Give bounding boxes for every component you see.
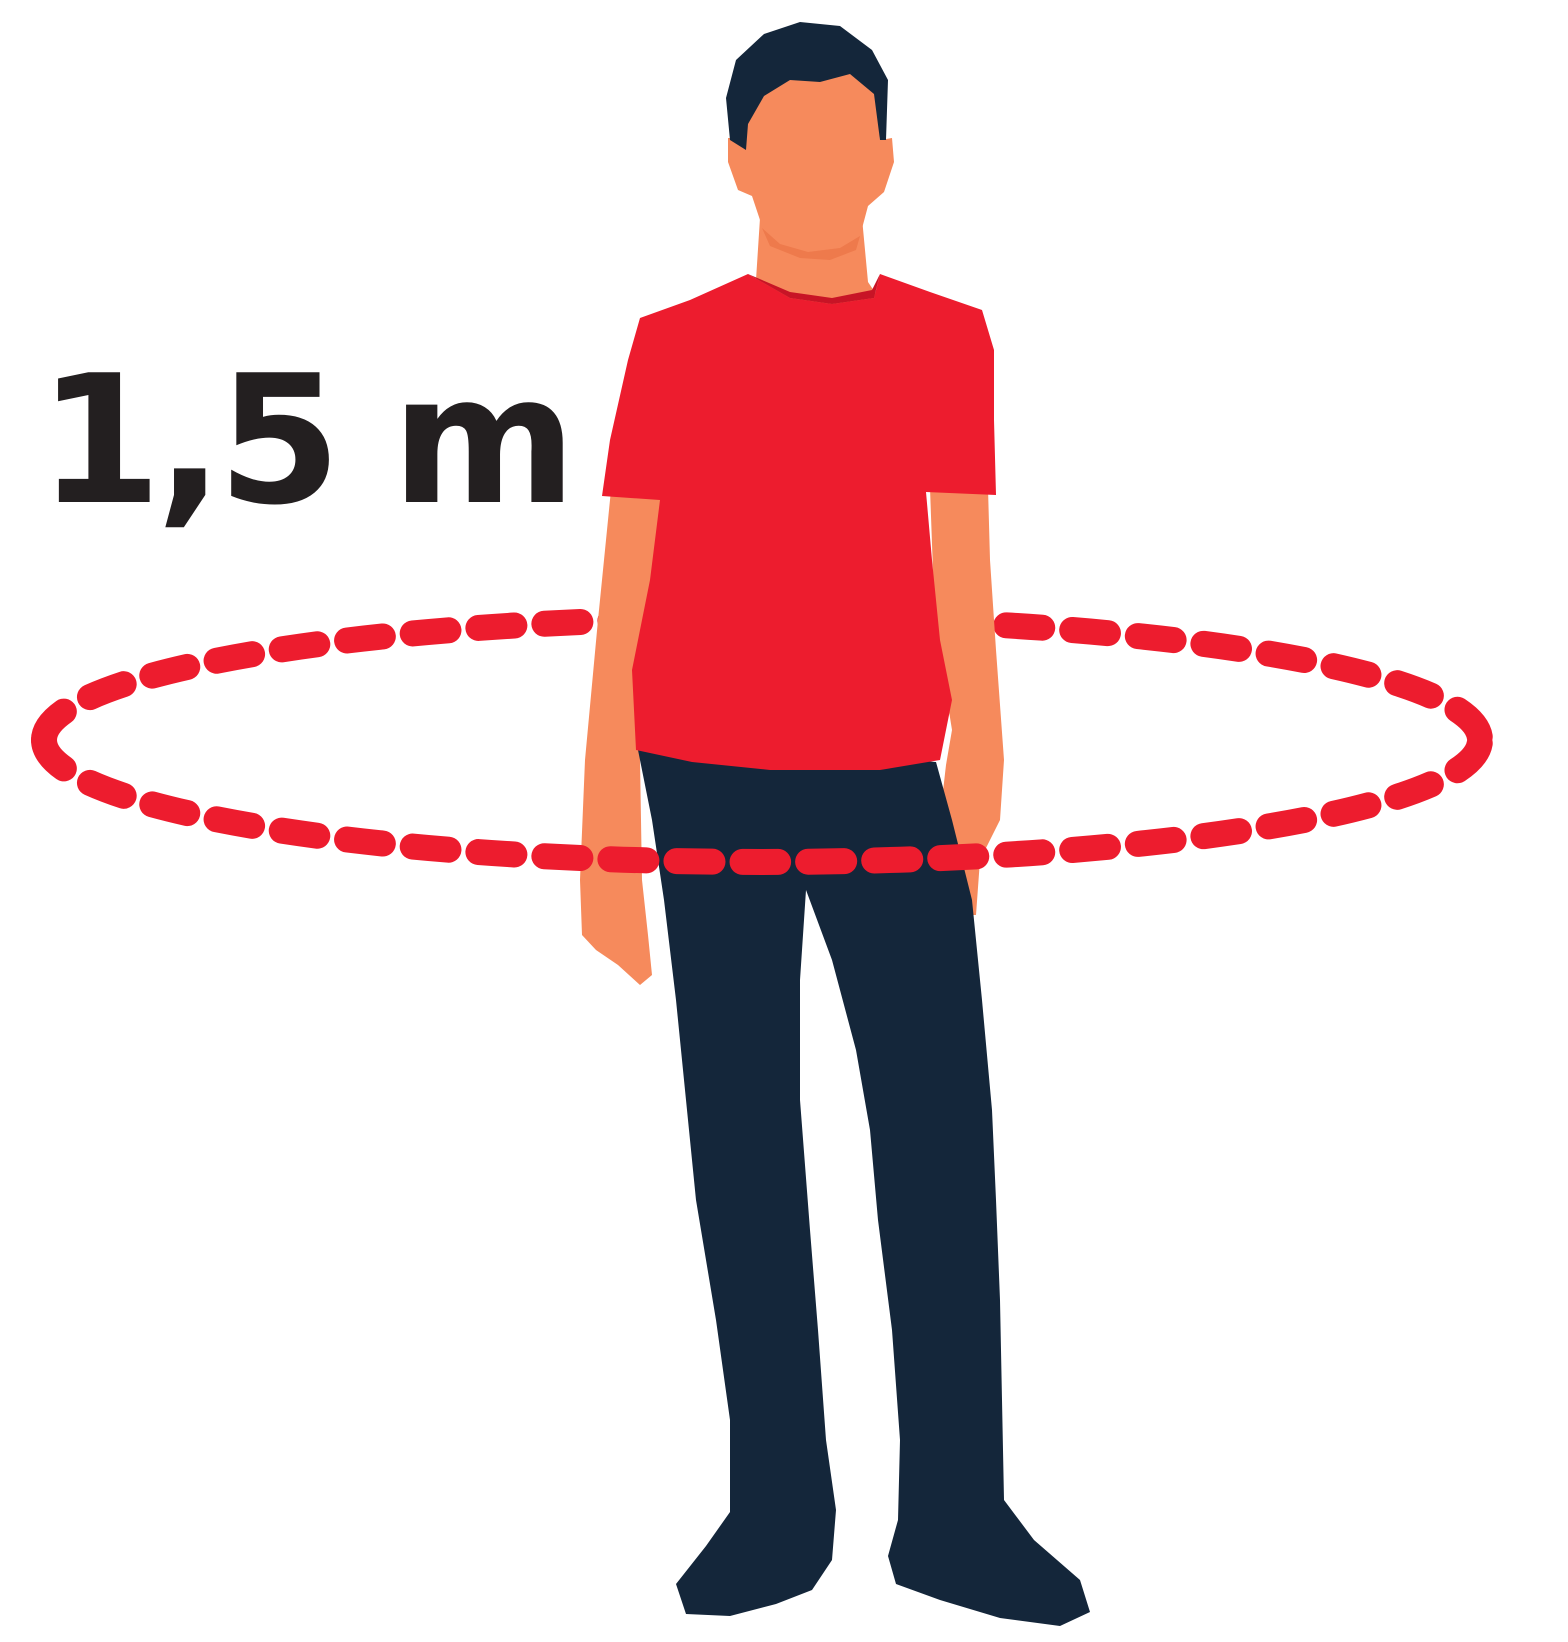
person-icon <box>580 22 1090 1626</box>
